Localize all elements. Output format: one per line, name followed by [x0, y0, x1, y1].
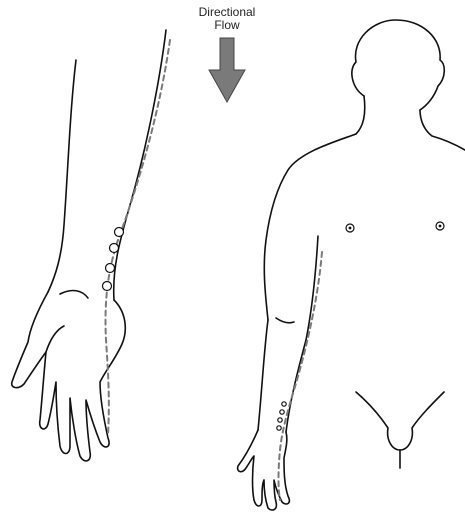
elbow-crease [276, 318, 294, 323]
arrow-down-icon [209, 38, 245, 102]
acupoint-3 [106, 264, 115, 273]
meridian-line-arm [106, 40, 171, 434]
acupoint-wrist-1 [282, 402, 286, 406]
neck-and-shoulder-right [420, 110, 465, 150]
palm-crease [46, 326, 64, 352]
upper-arm-inner [306, 236, 318, 340]
meridian-line-torso-arm [279, 252, 323, 500]
torso-figure [238, 20, 465, 510]
acupoint-wrist-3 [278, 418, 282, 422]
pelvis-outline [356, 392, 444, 450]
nipple-right-center [439, 225, 442, 228]
thumb-crease [60, 291, 88, 298]
acupoint-1 [115, 228, 124, 237]
arm-outline-left-edge [48, 60, 76, 292]
acupoint-wrist-4 [277, 426, 281, 430]
nipple-left-center [349, 227, 352, 230]
head-outline [352, 20, 444, 110]
acupoint-4 [103, 282, 112, 291]
forearm-outer [258, 320, 268, 430]
acupoint-2 [110, 244, 119, 253]
arm-outline-right-edge [114, 30, 166, 300]
left-arm-figure [12, 30, 170, 461]
acupoint-wrist-2 [280, 410, 284, 414]
